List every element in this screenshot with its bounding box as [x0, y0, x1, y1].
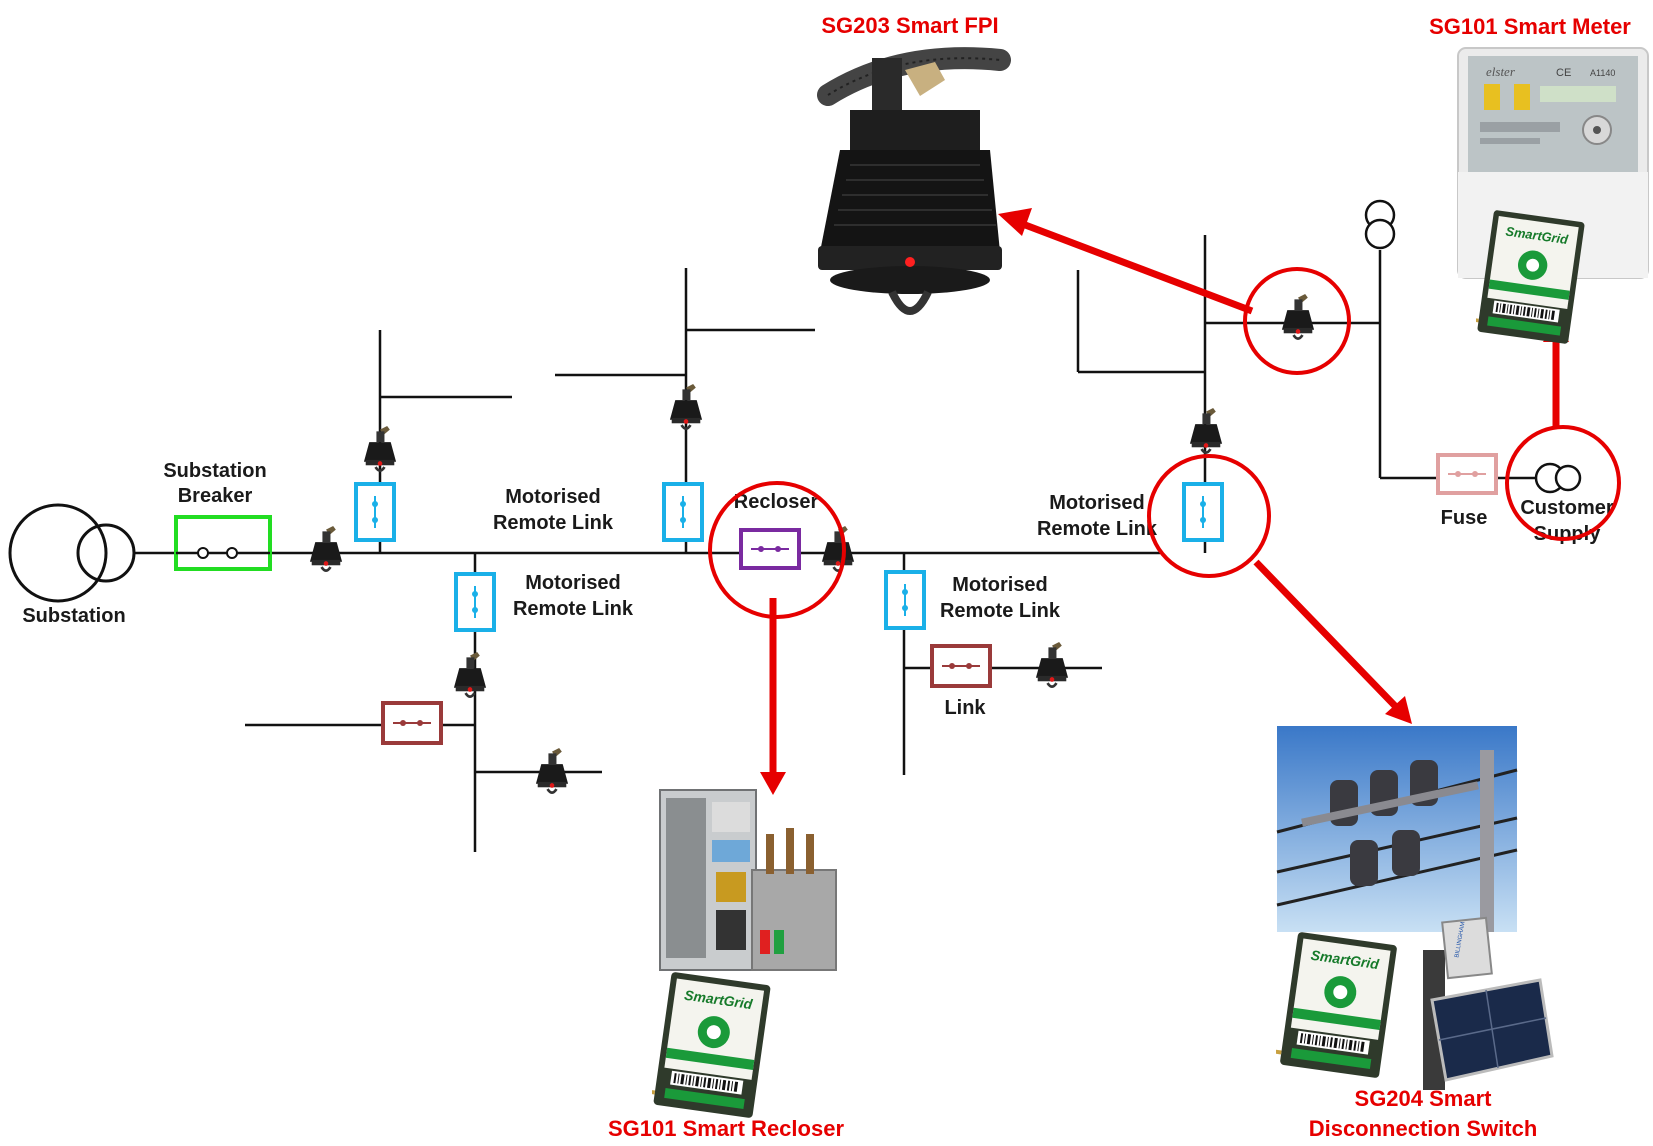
switch-product-title-line1: SG204 Smart: [1355, 1086, 1493, 1111]
fpi-device-icon: [362, 426, 398, 472]
callout-arrows: [760, 208, 1569, 795]
switch-product-image: BILLINGHAM: [1276, 726, 1554, 1090]
remote-link-1[interactable]: [354, 482, 396, 542]
customer-transformer: [1534, 462, 1582, 494]
fuse-label: Fuse: [1441, 507, 1488, 529]
fpi-device-icon: [1280, 294, 1316, 340]
highlight-circles: [708, 267, 1621, 619]
mrl4-label-line1: Motorised: [1049, 492, 1145, 514]
fpi-device-icon: [1188, 408, 1224, 454]
switch-product-title-line2: Disconnection Switch: [1309, 1116, 1538, 1141]
mrl3-label-line1: Motorised: [952, 574, 1048, 596]
smartgrid-module-switch: [1276, 930, 1398, 1079]
remote-link-5[interactable]: [1182, 482, 1224, 542]
fpi-device-icon: [534, 748, 570, 794]
fpi-device-icon: [1034, 642, 1070, 688]
link-switch-left[interactable]: [381, 701, 443, 745]
breaker-label-line1: Substation: [163, 460, 266, 482]
remote-link-3[interactable]: [662, 482, 704, 542]
mrl3-label-line2: Remote Link: [940, 600, 1061, 622]
substation-transformer: [8, 503, 136, 603]
substation-breaker[interactable]: [174, 515, 272, 571]
fuse-symbol[interactable]: [1436, 453, 1498, 495]
svg-text:CE: CE: [1556, 67, 1571, 79]
mrl1-label-line1: Motorised: [505, 486, 601, 508]
smartgrid-module-recloser: [652, 970, 771, 1119]
meter-product-title: SG101 Smart Meter: [1429, 14, 1631, 39]
remote-link-2[interactable]: [454, 572, 496, 632]
customer-label-line1: Customer: [1520, 497, 1614, 519]
svg-text:A1140: A1140: [1590, 68, 1615, 78]
fpi-device-icon: [668, 384, 704, 430]
fpi-product-title: SG203 Smart FPI: [821, 13, 998, 38]
link-switch-right[interactable]: [930, 644, 992, 688]
mrl2-label-line1: Motorised: [525, 572, 621, 594]
fpi-product-image: [817, 47, 1011, 315]
pole-transformer: [1364, 199, 1396, 250]
remote-link-4[interactable]: [884, 570, 926, 630]
link-label: Link: [944, 697, 986, 719]
fpi-device-icon: [452, 652, 488, 698]
substation-label: Substation: [22, 605, 125, 627]
fpi-device-icon: [820, 526, 856, 572]
mrl1-label-line2: Remote Link: [493, 512, 614, 534]
mrl4-label-line2: Remote Link: [1037, 518, 1158, 540]
recloser-symbol[interactable]: [739, 528, 801, 570]
recloser-label: Recloser: [734, 491, 819, 513]
mrl2-label-line2: Remote Link: [513, 598, 634, 620]
breaker-label-line2: Breaker: [178, 485, 253, 507]
recloser-product-image: [659, 789, 837, 971]
svg-text:elster: elster: [1486, 64, 1516, 79]
fpi-device-icon: [308, 526, 344, 572]
recloser-product-title: SG101 Smart Recloser: [608, 1116, 844, 1141]
